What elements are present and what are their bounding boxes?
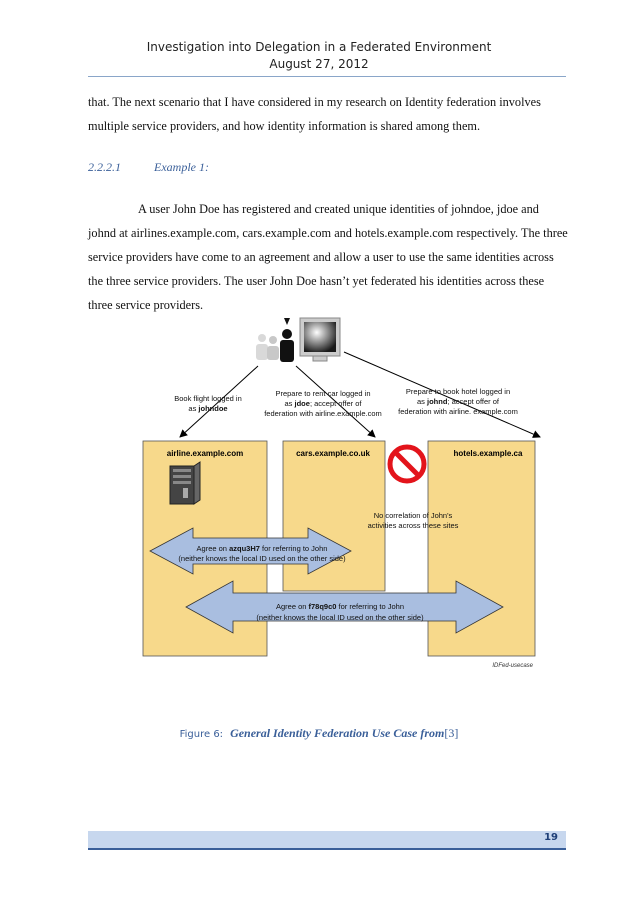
arrow2-line2: (neither knows the local ID used on the … [256, 613, 424, 622]
monitor-icon [299, 317, 341, 362]
figure-label: Figure 6: [179, 729, 224, 740]
section-title: Example 1: [154, 160, 209, 174]
cars-box-label: cars.example.co.uk [296, 449, 370, 458]
running-header-title: Investigation into Delegation in a Feder… [146, 40, 492, 54]
no-correlation-line2: activities across these sites [368, 521, 459, 530]
figure-reference: [3] [444, 726, 459, 740]
airline-box [142, 440, 268, 657]
figure-caption: Figure 6: General Identity Federation Us… [0, 726, 638, 741]
arrow2-line1: Agree on f78q9c0 for referring to John [276, 602, 404, 611]
section-number: 2.2.2.1 [88, 160, 121, 174]
running-header-date: August 27, 2012 [269, 57, 369, 71]
intro-paragraph: that. The next scenario that I have cons… [88, 95, 541, 133]
hotels-box-label: hotels.example.ca [454, 449, 523, 458]
note-hotels-line3: federation with airline. example.com [398, 407, 518, 416]
note-hotels-line2: as johnd; accept offer of [417, 397, 500, 406]
cars-box [282, 440, 386, 592]
section-heading: 2.2.2.1 Example 1: [88, 160, 209, 175]
page-number: 19 [544, 832, 558, 843]
server-icon [169, 461, 201, 505]
page-footer-bar: 19 [88, 831, 566, 850]
users-icon [256, 318, 294, 362]
hotels-box [427, 440, 536, 657]
arrow1-line1: Agree on azqu3H7 for referring to John [197, 544, 328, 553]
prohibited-icon [387, 444, 427, 484]
note-cars-line2: as jdoe; accept offer of [285, 399, 363, 408]
agreement-arrow-1 [149, 527, 352, 575]
example-paragraph: A user John Doe has registered and creat… [88, 202, 568, 312]
arrow1-line2: (neither knows the local ID used on the … [178, 554, 346, 563]
header-rule [88, 76, 566, 77]
agreement-arrow-2 [185, 580, 504, 634]
note-cars-line3: federation with airline.example.com [264, 409, 382, 418]
note-hotels-line1: Prepare to book hotel logged in [406, 387, 510, 396]
note-airline-line1: Book flight logged in [174, 394, 242, 403]
note-airline-line2: as johndoe [188, 404, 227, 413]
note-cars-line1: Prepare to rent car logged in [275, 389, 370, 398]
airline-box-label: airline.example.com [167, 449, 243, 458]
figure-title: General Identity Federation Use Case fro… [230, 726, 445, 740]
diagram-corner-label: IDFed-usecase [492, 663, 533, 669]
no-correlation-line1: No correlation of John's [374, 511, 453, 520]
